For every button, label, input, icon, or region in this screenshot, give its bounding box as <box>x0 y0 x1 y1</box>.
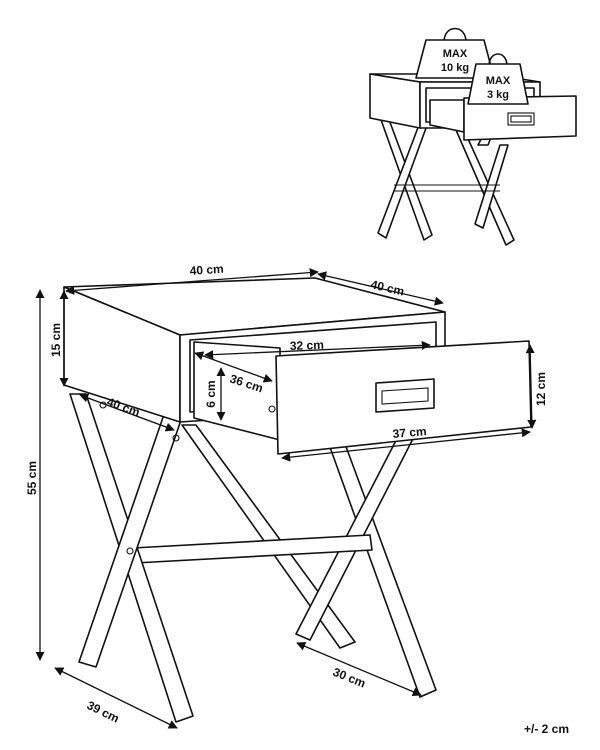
label-drawer-front-height: 12 cm <box>534 372 548 406</box>
label-drawer-front-width: 37 cm <box>392 424 427 441</box>
dimension-lines <box>35 268 537 729</box>
drawer-handle-icon <box>375 378 435 413</box>
label-leg-span-front: 30 cm <box>331 665 368 691</box>
label-leg-span-side: 39 cm <box>85 698 122 726</box>
label-cabinet-height: 15 cm <box>49 323 63 357</box>
weight-drawer-label: MAX <box>486 75 511 87</box>
label-drawer-inner-width: 32 cm <box>290 338 324 353</box>
screw-hole <box>172 434 180 442</box>
weight-icon-3kg: MAX 3 kg <box>467 53 529 105</box>
dimension-labels: 40 cm 40 cm 15 cm 40 cm 55 cm 32 cm 36 c… <box>25 262 569 736</box>
tolerance-note: +/- 2 cm <box>524 722 569 736</box>
load-illustration: MAX 10 kg MAX 3 kg <box>369 27 577 246</box>
weight-top-label: MAX <box>443 48 468 60</box>
label-drawer-inner-height: 6 cm <box>204 380 218 407</box>
label-total-height: 55 cm <box>25 461 39 495</box>
weight-drawer-value: 3 kg <box>487 89 509 101</box>
label-width-top: 40 cm <box>189 262 224 278</box>
drawer-knob-hole <box>268 405 276 413</box>
weight-top-value: 10 kg <box>441 62 469 74</box>
screw-hole <box>126 547 134 555</box>
